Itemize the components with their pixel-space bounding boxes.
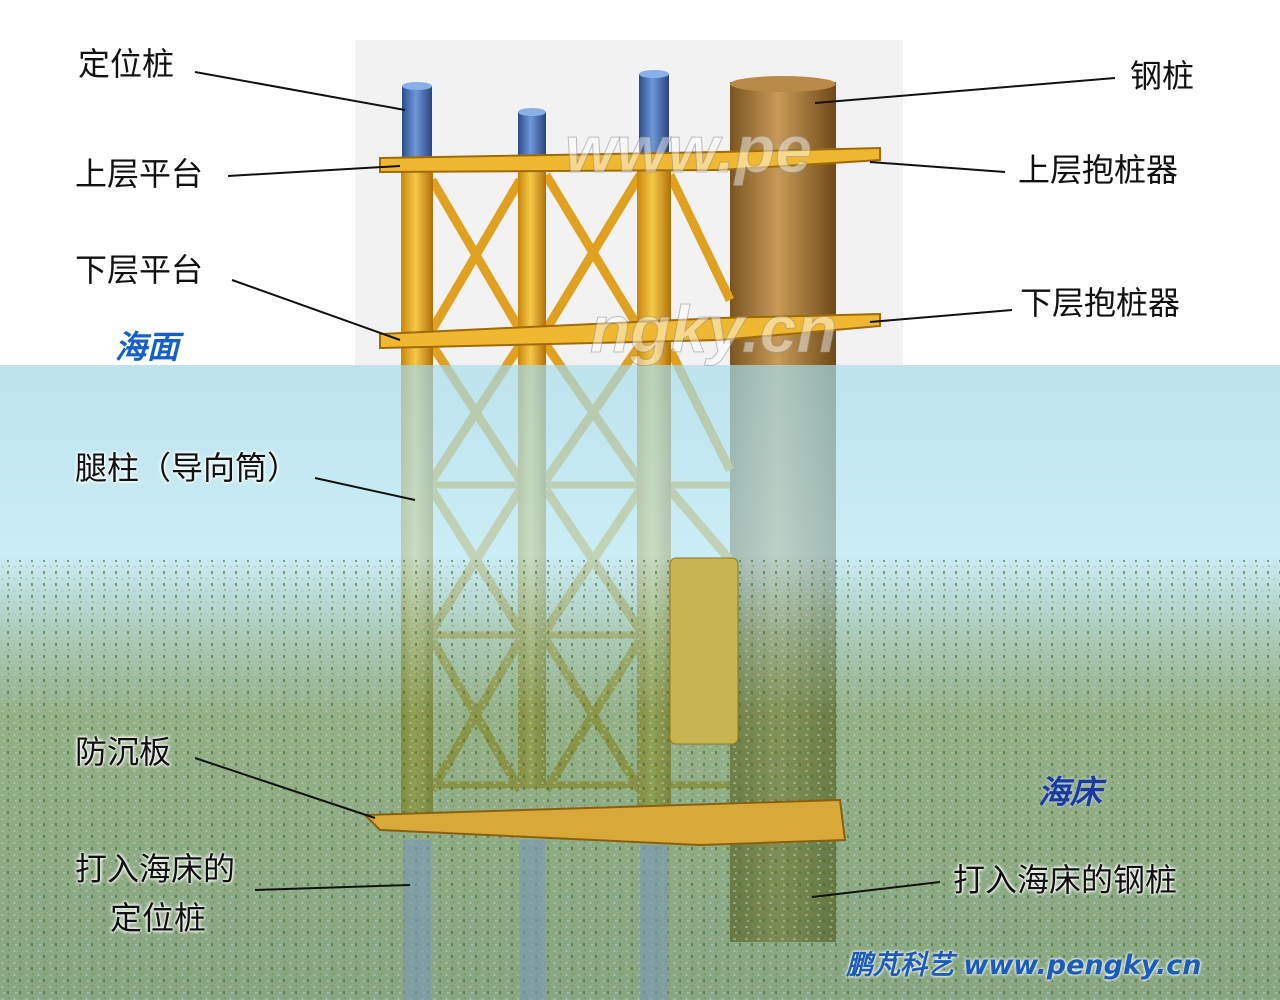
label-mud-mat: 防沉板	[75, 733, 172, 771]
label-upper-pile-gripper: 上层抱桩器	[1018, 151, 1179, 189]
label-seabed: 海床	[1038, 773, 1103, 811]
label-steel-pile: 钢桩	[1130, 57, 1195, 95]
label-positioning-pile: 定位桩	[78, 45, 175, 83]
label-driven-steel-pile: 打入海床的钢桩	[953, 861, 1178, 899]
center-watermark: www.pe ngky.cn	[565, 112, 838, 367]
lower-platform	[379, 312, 881, 350]
driven-piles-below	[403, 840, 668, 1000]
positioning-piles	[402, 70, 669, 167]
credit-watermark: 鹏芃科艺 www.pengky.cn	[846, 950, 1202, 981]
buoyancy-tank	[669, 557, 739, 745]
svg-text:ngky.cn: ngky.cn	[590, 292, 837, 366]
mud-mat	[362, 798, 847, 847]
label-upper-platform: 上层平台	[75, 155, 204, 193]
label-lower-platform: 下层平台	[75, 251, 204, 289]
label-lower-pile-gripper: 下层抱桩器	[1020, 284, 1181, 322]
svg-text:www.pe: www.pe	[565, 112, 812, 186]
leader-lines	[194, 71, 1116, 898]
label-driven-positioning-pile-1: 打入海床的	[75, 850, 236, 888]
label-driven-positioning-pile-2: 定位桩	[110, 899, 207, 937]
label-leg: 腿柱（导向筒）	[75, 449, 300, 487]
upper-platform	[379, 146, 881, 174]
label-sea-surface: 海面	[115, 328, 180, 366]
